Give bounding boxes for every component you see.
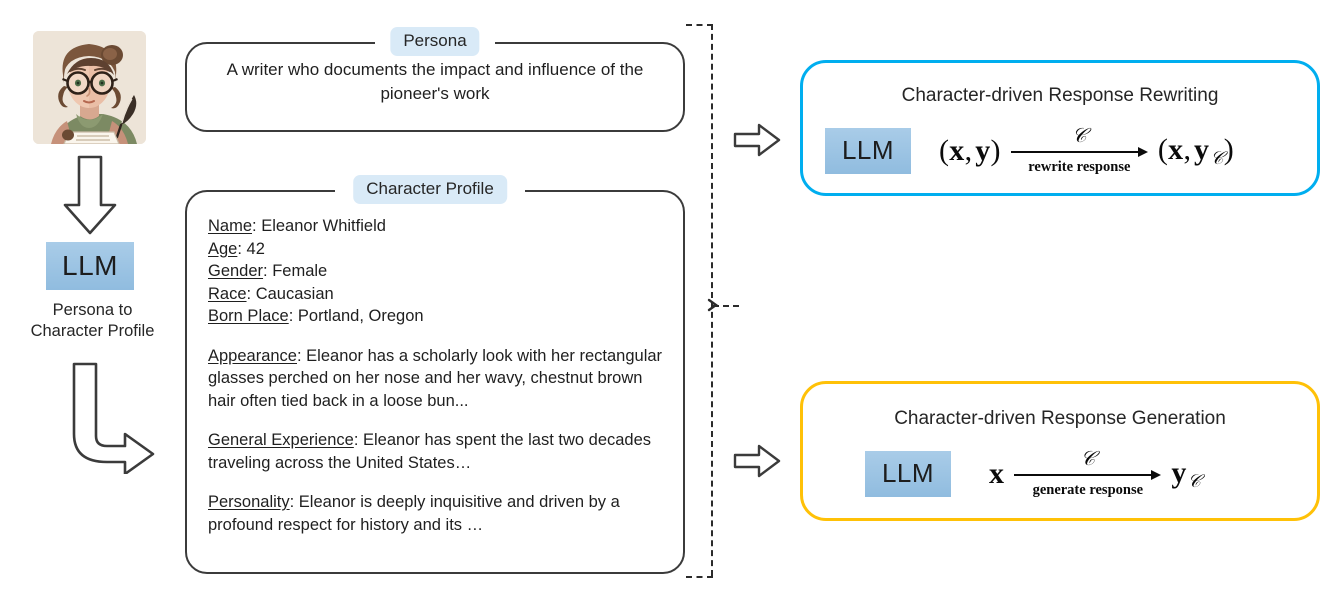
profile-field-age: Age: 42 — [208, 239, 265, 258]
persona-panel — [185, 42, 685, 132]
response-generation-panel: Character-driven Response Generation LLM… — [800, 381, 1320, 521]
profile-section-personality: Personality: Eleanor is deeply inquisiti… — [208, 493, 620, 534]
field-label: Age — [208, 239, 238, 258]
profile-field-name: Name: Eleanor Whitfield — [208, 217, 386, 235]
field-value: Eleanor Whitfield — [261, 217, 386, 235]
llm-block-persona: LLM — [46, 242, 134, 290]
dashed-bracket-mid-stub — [713, 305, 739, 307]
field-value: Female — [272, 262, 328, 280]
dashed-bracket-vertical — [711, 24, 713, 576]
generate-target-term: y𝒞 — [1171, 455, 1202, 492]
character-profile-body: Name: Eleanor Whitfield Age: 42 Gender: … — [208, 215, 663, 536]
rewrite-arrow-bottom-label: rewrite response — [1028, 159, 1131, 175]
generate-arrow-bottom-label: generate response — [1032, 482, 1144, 498]
profile-section-appearance: Appearance: Eleanor has a scholarly look… — [208, 346, 663, 410]
character-profile-chip-label: Character Profile — [353, 175, 507, 204]
field-label: Born Place — [208, 307, 289, 325]
persona-avatar — [33, 31, 146, 144]
profile-field-race: Race: Caucasian — [208, 284, 334, 303]
rewrite-target-term: (x, y𝒞) — [1157, 132, 1235, 169]
generate-source-term: x — [989, 456, 1005, 490]
dashed-bracket-mid-tick — [705, 296, 719, 314]
persona-to-llm-arrow — [53, 155, 127, 235]
field-label: Gender — [208, 262, 264, 280]
profile-field-gender: Gender: Female — [208, 262, 328, 280]
generate-formula-row: LLM x 𝒞 generate response y𝒞 — [865, 448, 1201, 499]
rewrite-formula-row: LLM (x, y) 𝒞 rewrite response (x, y𝒞) — [825, 125, 1234, 176]
section-label: General Experience — [208, 431, 354, 449]
arrow-to-rewrite-panel — [733, 122, 781, 158]
llm-to-profile-arrow — [68, 362, 160, 476]
generate-formula: x 𝒞 generate response y𝒞 — [989, 448, 1201, 499]
generate-arrow-line — [1014, 469, 1162, 481]
section-label: Personality — [208, 493, 290, 511]
dashed-bracket-bottom — [686, 576, 713, 578]
section-value: Eleanor is deeply inquisitive and driven… — [208, 493, 620, 534]
character-profile-panel — [185, 190, 685, 574]
llm-block-generate: LLM — [865, 450, 951, 497]
profile-section-general-experience: General Experience: Eleanor has spent th… — [208, 431, 652, 472]
generate-arrow-top-label: 𝒞 — [1080, 446, 1096, 470]
rewrite-arrow-top-label: 𝒞 — [1072, 123, 1087, 147]
rewrite-panel-title: Character-driven Response Rewriting — [901, 85, 1219, 106]
section-value: Eleanor has spent the last two decades t… — [208, 431, 652, 472]
llm-block-rewrite: LLM — [825, 127, 911, 174]
dashed-bracket-top — [686, 24, 713, 26]
rewrite-source-term: (x, y) — [939, 133, 1001, 167]
generate-transform-arrow: 𝒞 generate response — [1014, 446, 1162, 499]
profile-fields: Name: Eleanor Whitfield Age: 42 Gender: … — [208, 215, 663, 328]
caption-line-2: Character Profile — [30, 322, 155, 340]
arrow-to-generate-panel — [733, 443, 781, 479]
generate-panel-title: Character-driven Response Generation — [894, 408, 1226, 429]
profile-field-born-place: Born Place: Portland, Oregon — [208, 307, 424, 325]
field-value: Portland, Oregon — [297, 307, 424, 325]
pipeline-caption: Persona to Character Profile — [0, 300, 185, 342]
field-value: 42 — [246, 239, 265, 258]
section-label: Appearance — [208, 346, 297, 365]
rewrite-transform-arrow: 𝒞 rewrite response — [1010, 123, 1148, 176]
field-label: Name — [208, 217, 253, 235]
field-value: Caucasian — [255, 284, 334, 303]
persona-chip-label: Persona — [390, 27, 480, 56]
rewrite-arrow-line — [1010, 146, 1148, 158]
caption-line-1: Persona to — [52, 301, 133, 319]
section-value: Eleanor has a scholarly look with her re… — [208, 346, 663, 410]
field-label: Race — [208, 284, 247, 303]
response-rewriting-panel: Character-driven Response Rewriting LLM … — [800, 60, 1320, 196]
rewrite-formula: (x, y) 𝒞 rewrite response (x, y𝒞) — [939, 125, 1234, 176]
persona-description: A writer who documents the impact and in… — [226, 60, 644, 103]
